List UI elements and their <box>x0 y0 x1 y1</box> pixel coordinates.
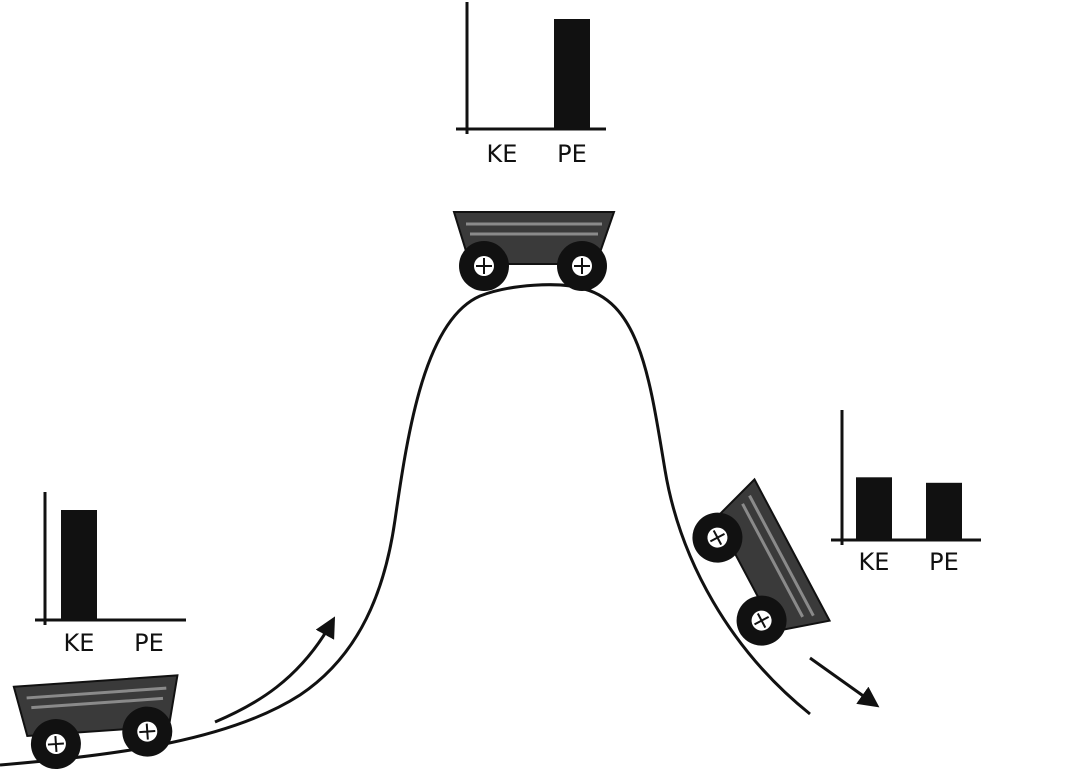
energy-chart-top: KE PE <box>456 2 606 168</box>
cart-bottom-left <box>12 674 179 770</box>
cart-top <box>452 211 616 291</box>
wheel-icon <box>459 241 509 291</box>
ke-label: KE <box>487 140 518 168</box>
pe-label: PE <box>557 140 587 168</box>
pe-label: PE <box>929 548 959 576</box>
roller-coaster-track <box>0 283 811 767</box>
wheel-icon <box>30 719 81 770</box>
cart-right-slope <box>692 477 832 646</box>
ke-bar <box>856 477 892 540</box>
ke-bar <box>61 510 97 620</box>
cart-stripe <box>26 686 167 700</box>
wheel-icon <box>692 512 743 563</box>
pe-label: PE <box>134 629 164 657</box>
energy-chart-right-slope: KE PE <box>831 410 981 576</box>
wheel-icon <box>557 241 607 291</box>
wheel-icon <box>736 595 787 646</box>
ke-label: KE <box>859 548 890 576</box>
downhill-motion-arrow <box>809 656 880 708</box>
ke-label: KE <box>64 629 95 657</box>
cart-stripe <box>31 696 164 710</box>
cart-stripe <box>741 503 804 618</box>
pe-bar <box>554 19 590 129</box>
wheel-icon <box>122 706 173 757</box>
energy-chart-bottom-left: KE PE <box>35 492 186 657</box>
uphill-motion-arrow <box>214 616 336 724</box>
pe-bar <box>926 482 962 540</box>
cart-stripe <box>748 494 815 617</box>
